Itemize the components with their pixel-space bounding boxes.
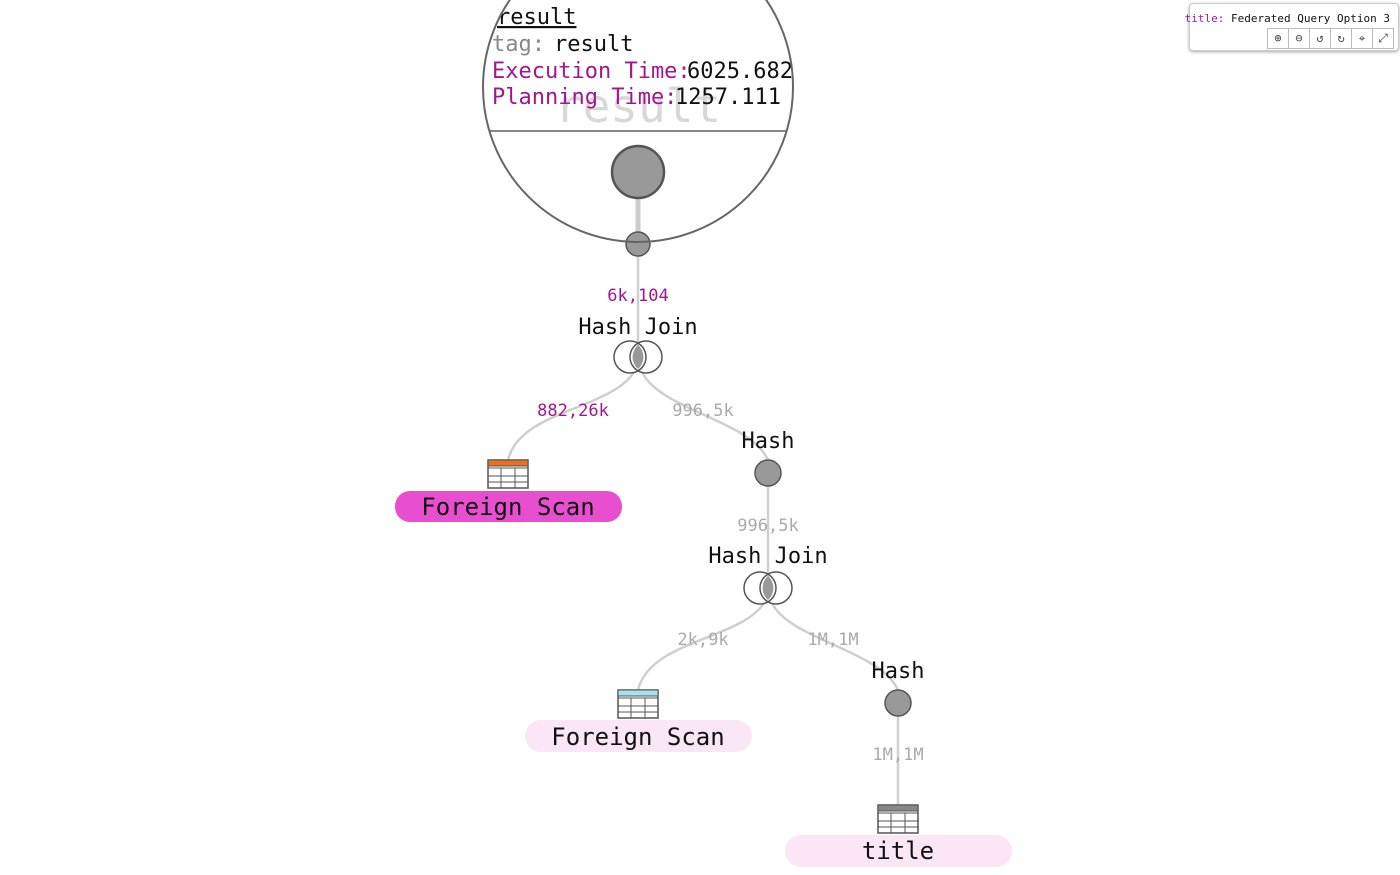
execution-time-key: Execution Time:: [492, 59, 691, 84]
title-value: Federated Query Option 3: [1231, 12, 1390, 25]
rotate-right-icon[interactable]: ↻: [1330, 29, 1351, 48]
node-hash-2[interactable]: Hash: [872, 659, 925, 717]
node-label: Hash: [872, 659, 925, 684]
magnifier-lens[interactable]: result result tag: result Execution Time…: [480, 0, 800, 256]
node-hash-1[interactable]: Hash: [742, 429, 795, 487]
node-foreign-scan-1[interactable]: Foreign Scan: [395, 459, 622, 522]
zoom-out-icon[interactable]: ⊖: [1288, 29, 1309, 48]
edge-label: 1M,1M: [872, 745, 923, 765]
zoom-in-icon[interactable]: ⊕: [1274, 31, 1282, 45]
node-title[interactable]: title: [785, 804, 1012, 867]
node-hash-join-1[interactable]: Hash Join: [578, 315, 698, 374]
table-icon: [617, 689, 659, 719]
graph-title: title: Federated Query Option 3: [1185, 12, 1390, 25]
tag-key: tag:: [492, 32, 545, 57]
result-node-magnified: [610, 144, 666, 200]
edge-hashjoin2-foreignscan2: [636, 602, 766, 691]
node-label: title: [862, 837, 934, 865]
tag-value: result: [554, 32, 633, 57]
execution-time-value: 6025.682: [687, 59, 793, 84]
node-label: Foreign Scan: [421, 493, 594, 521]
hash-join-icon: [743, 571, 777, 605]
edge-label: 996,5k: [737, 516, 798, 536]
edge-hashjoin-hash1: [640, 371, 770, 461]
edge-label: 882,26k: [537, 401, 609, 421]
edge-label: 996,5k: [672, 401, 733, 421]
hash-join-icon: [613, 340, 647, 374]
toolbar: ⊕ ⊖ ↺ ↻ ⌖ ⤢: [1267, 28, 1394, 49]
title-key: title:: [1184, 12, 1225, 25]
fullscreen-icon[interactable]: ⤢: [1372, 29, 1393, 48]
rotate-left-icon[interactable]: ↺: [1309, 29, 1330, 48]
node-label: Hash Join: [578, 315, 697, 340]
planning-time-key: Planning Time:: [492, 85, 677, 110]
node-label: Foreign Scan: [551, 723, 724, 751]
edge-label: 1M,1M: [807, 630, 858, 650]
info-panel: title: Federated Query Option 3 ⊕ ⊖ ↺ ↻ …: [1185, 3, 1399, 51]
node-label: Hash Join: [708, 544, 827, 569]
table-icon: [487, 459, 529, 489]
table-icon: [877, 804, 919, 834]
edge-hashjoin-foreignscan1: [506, 371, 636, 461]
planning-time-value: 1257.111: [675, 85, 781, 110]
edge-hashjoin2-hash2: [770, 602, 900, 691]
hash-icon: [884, 689, 912, 717]
magnifier-watermark: result: [555, 79, 721, 133]
node-label: Hash: [742, 429, 795, 454]
node-foreign-scan-2[interactable]: Foreign Scan: [525, 689, 752, 752]
edge-label: 2k,9k: [677, 630, 728, 650]
hash-icon: [754, 459, 782, 487]
node-hash-join-2[interactable]: Hash Join: [708, 544, 828, 605]
center-icon[interactable]: ⌖: [1351, 29, 1372, 48]
magnifier-heading: result: [497, 5, 576, 30]
edge-label: 6k,104: [607, 286, 668, 306]
